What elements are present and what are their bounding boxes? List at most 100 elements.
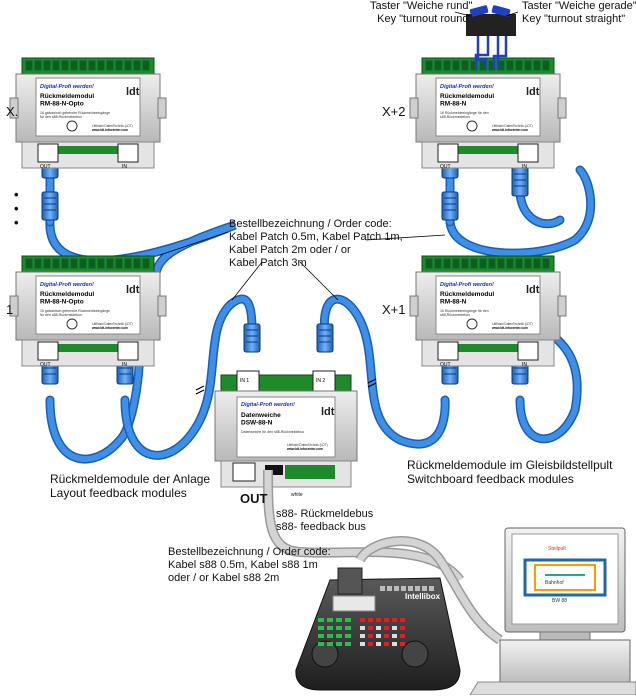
intellibox-station [295,567,461,691]
intellibox-key [368,642,373,646]
terminal-screw [43,258,51,269]
terminal-screw [61,60,69,71]
intellibox-top-key [387,586,392,591]
intellibox-key [392,626,397,630]
ldt-logo: ldt [126,284,140,296]
terminal-screw [542,258,550,269]
intellibox-key-green [327,618,333,622]
intellibox-key-green [345,626,351,630]
terminal-screw [443,60,451,71]
dsw-label [236,396,336,458]
terminal-screw [452,258,460,269]
module-brand: Digital-Profi werden! [440,282,494,288]
index-x2: X+2 [382,104,406,119]
intellibox-key [376,626,381,630]
intellibox-top-key [380,586,385,591]
wire-color-label: white [291,492,303,498]
terminal-screw [70,60,78,71]
intellibox-top-key [394,586,399,591]
module-brand: Digital-Profi werden! [40,282,94,288]
terminal-screw [34,60,42,71]
ce-mark [66,120,78,132]
monitor-top-label: Stellpult [548,546,566,552]
terminal-screw [142,258,150,269]
patch-cables [45,145,596,464]
terminal-screw [497,258,505,269]
mount-tab-left [9,97,19,119]
terminal-screw [25,258,33,269]
intellibox-key [392,642,397,646]
dsw-brand: Digital-Profi werden! [241,402,295,408]
terminal-screw [133,258,141,269]
intellibox-key [400,642,405,646]
terminal-screw [115,258,123,269]
intellibox-top-key [401,586,406,591]
intellibox-key [360,634,365,638]
pc-computer [469,527,636,696]
module-desc: 16 galvanisch getrennte Rückmeldeeingäng… [40,309,110,317]
in-socket-label: IN [522,164,527,170]
intellibox-key [384,626,389,630]
intellibox-top-key [422,586,427,591]
right-knob [401,640,429,668]
module-url: www.ldt-infocenter.com [91,326,128,330]
terminal-screw [79,60,87,71]
intellibox-key [376,642,381,646]
index-x1: X+1 [382,302,406,317]
module-label [35,275,141,335]
terminal-screw [70,258,78,269]
dsw-maker: Littfinski DatenTechnik (LDT) [287,443,328,447]
intellibox-key [384,618,389,622]
key-straight-label: Taster "Weiche gerade" Key "turnout stra… [522,0,636,25]
intellibox-key-green [318,642,324,646]
terminal-screw [515,60,523,71]
in-socket-label: IN [122,164,127,170]
mount-tab-right [157,295,167,317]
intellibox-top-key [415,586,420,591]
in-socket-label: IN [522,362,527,368]
terminal-screw [106,60,114,71]
intellibox-top-key [429,586,434,591]
out-socket [37,341,59,361]
intellibox-top-key [408,586,413,591]
bottom-strip [458,146,518,154]
dsw-s88-header [265,465,283,475]
module-label [435,275,541,335]
rj45-plug [41,191,59,221]
in-socket [517,341,539,361]
intellibox-key-green [336,642,342,646]
dsw-in2-label: IN 2 [316,378,325,384]
intellibox-key-green [318,634,324,638]
terminal-screw [133,60,141,71]
module-label [35,77,141,137]
terminal-screw [88,60,96,71]
terminal-screw [88,258,96,269]
module-url: www.ldt-infocenter.com [91,128,128,132]
terminal-screw [425,60,433,71]
left-knob [311,640,339,668]
intellibox-key-green [345,618,351,622]
terminal-screw [524,258,532,269]
ldt-logo: ldt [526,284,540,296]
ellipsis-dots: ••• [14,187,19,230]
intellibox-key [400,634,405,638]
module-maker: Littfinski DatenTechnik (LDT) [492,322,533,326]
bottom-strip [458,344,518,352]
terminal-screw [479,258,487,269]
intellibox-key [384,642,389,646]
in-socket [117,341,139,361]
module-label [435,77,541,137]
terminal-screw [142,60,150,71]
ce-mark [466,318,478,330]
intellibox-key-green [327,634,333,638]
monitor-track-label-2: BW 88 [552,598,568,604]
intellibox-key [360,618,365,622]
terminal-screw [506,258,514,269]
in-socket-label: IN [122,362,127,368]
